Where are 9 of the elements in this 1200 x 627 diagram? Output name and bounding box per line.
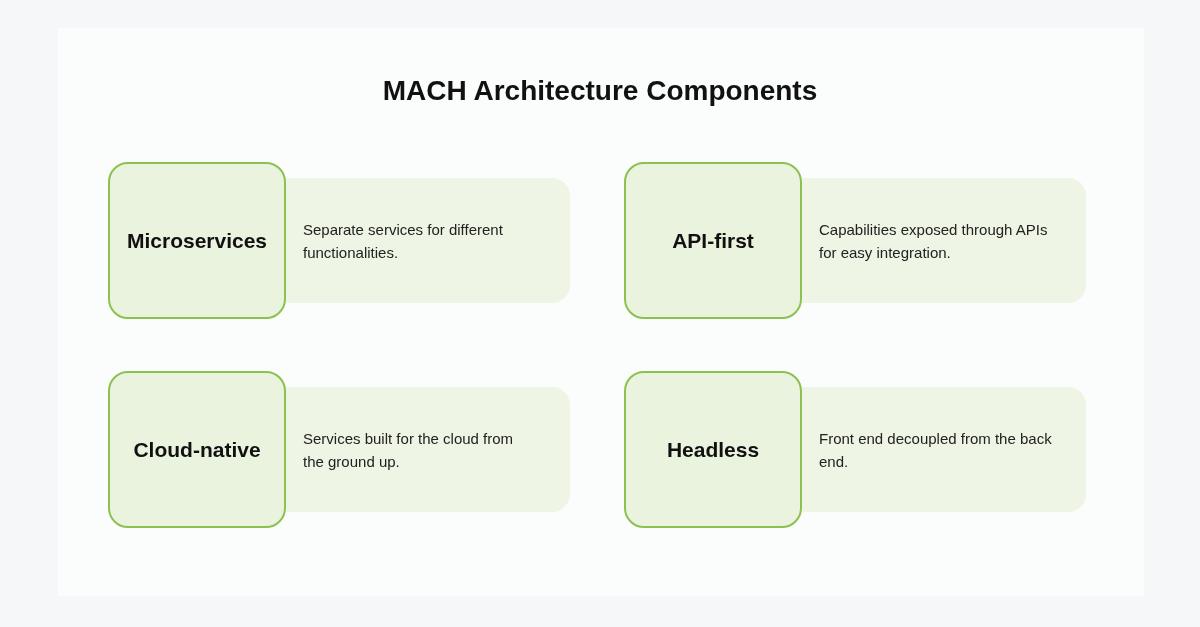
component-box: API-first <box>624 162 802 319</box>
component-box: Microservices <box>108 162 286 319</box>
description-panel: Capabilities exposed through APIs for easy integration. <box>802 178 1086 303</box>
component-box: Cloud-native <box>108 371 286 528</box>
description-panel: Services built for the cloud from the ground up. <box>286 387 570 512</box>
description-panel: Front end decoupled from the back end. <box>802 387 1086 512</box>
description-panel: Separate services for different functionalities. <box>286 178 570 303</box>
diagram-title: MACH Architecture Components <box>381 74 819 108</box>
component-box: Headless <box>624 371 802 528</box>
